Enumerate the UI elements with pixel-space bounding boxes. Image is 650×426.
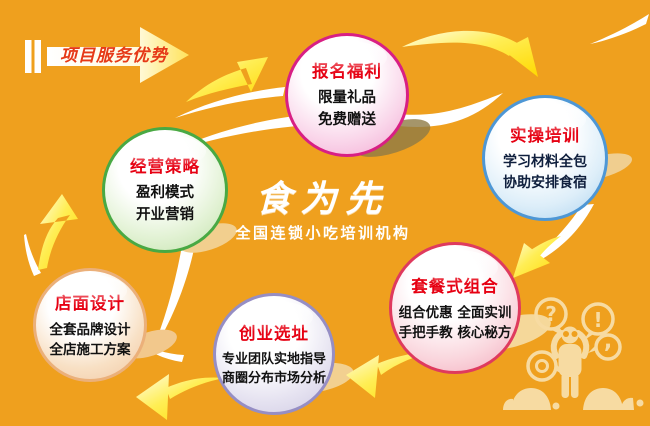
swoosh-left-edge — [24, 234, 41, 276]
exclamation-glyph: ! — [593, 308, 602, 332]
cloud-right — [583, 388, 623, 410]
observer-figure: ? ! , — [503, 297, 644, 410]
swoosh-top-left — [175, 87, 285, 118]
arrow-location-to-design — [136, 374, 224, 420]
bubble-line: 组合优惠 全面实训 — [398, 304, 512, 321]
bubble-title: 报名福利 — [312, 62, 382, 82]
observer-torso — [558, 344, 582, 377]
bubble-line: 手把手教 核心秘方 — [398, 325, 512, 341]
bubble-practical-training: 实操培训 学习材料全包 协助安排食宿 — [482, 95, 608, 221]
bubble-title: 店面设计 — [55, 293, 125, 313]
observer-left-arm — [550, 330, 565, 359]
circle-icon-inner — [535, 359, 549, 373]
bubble-line: 全店施工方案 — [49, 342, 131, 358]
exclamation-mark-icon — [581, 302, 615, 336]
arrow-combo-to-location — [346, 351, 438, 398]
bubble-business-strategy: 经营策略 盈利模式 开业营销 — [102, 127, 228, 253]
comma-glyph: , — [604, 329, 612, 354]
brand-title: 食为先 — [255, 179, 391, 220]
bubble-line: 限量礼品 — [318, 90, 376, 107]
bubble-tail-3 — [588, 344, 597, 353]
bubble-title: 实操培训 — [510, 126, 580, 145]
bubble-store-design: 店面设计 全套品牌设计 全店施工方案 — [33, 268, 147, 382]
observer-right-leg — [571, 373, 579, 398]
bubble-signup-benefits: 报名福利 限量礼品 免费赠送 — [285, 33, 409, 157]
bubble-package-combo: 套餐式组合 组合优惠 全面实训 手把手教 核心秘方 — [389, 242, 521, 374]
cloud-right-bump — [621, 397, 634, 410]
banner-arrow — [47, 27, 189, 83]
bubble-line: 商圈分布市场分析 — [221, 371, 326, 386]
bubble-line: 学习材料全包 — [503, 154, 587, 170]
cloud-dot-right — [636, 399, 644, 407]
binoculars-right-lens-icon — [571, 331, 578, 337]
swoosh-right-down — [520, 204, 594, 270]
banner-bar-2 — [34, 40, 41, 73]
arrow-strategy-to-signup — [186, 57, 268, 102]
cloud-dot-left — [552, 402, 560, 410]
arrow-training-to-combo — [513, 236, 561, 278]
arrow-design-to-strategy — [38, 194, 78, 270]
binoculars-left-lens-icon — [563, 331, 569, 337]
bubble-line: 盈利模式 — [136, 185, 194, 202]
observer-left-leg — [561, 373, 569, 398]
bubble-line: 全套品牌设计 — [49, 321, 131, 338]
bubble-title: 创业选址 — [239, 323, 309, 343]
bubble-title: 经营策略 — [130, 157, 200, 177]
cloud-left-bump — [503, 398, 513, 410]
banner-bar-1 — [25, 40, 32, 73]
flow-arrows — [38, 30, 561, 420]
cloud-left — [511, 388, 551, 410]
question-glyph: ? — [545, 302, 557, 326]
observer-right-arm — [575, 330, 590, 359]
swoosh-top-right — [590, 14, 649, 44]
banner-title: 项目服务优势 — [60, 46, 168, 66]
brand-subtitle: 全国连锁小吃培训机构 — [235, 223, 411, 242]
bubble-title: 套餐式组合 — [411, 276, 499, 296]
bubble-line: 专业团队实地指导 — [221, 351, 326, 367]
brand-block: 食为先 全国连锁小吃培训机构 — [188, 181, 458, 243]
circle-icon — [526, 350, 558, 382]
bubble-line: 协助安排食宿 — [503, 175, 587, 191]
bubble-line: 开业营销 — [136, 207, 194, 223]
bubble-line: 免费赠送 — [318, 112, 376, 128]
question-mark-icon — [534, 297, 568, 331]
banner-shape — [25, 27, 189, 83]
observer-head — [561, 326, 579, 344]
bubble-startup-location: 创业选址 专业团队实地指导 商圈分布市场分析 — [213, 293, 335, 415]
arrow-signup-to-training — [402, 30, 538, 77]
